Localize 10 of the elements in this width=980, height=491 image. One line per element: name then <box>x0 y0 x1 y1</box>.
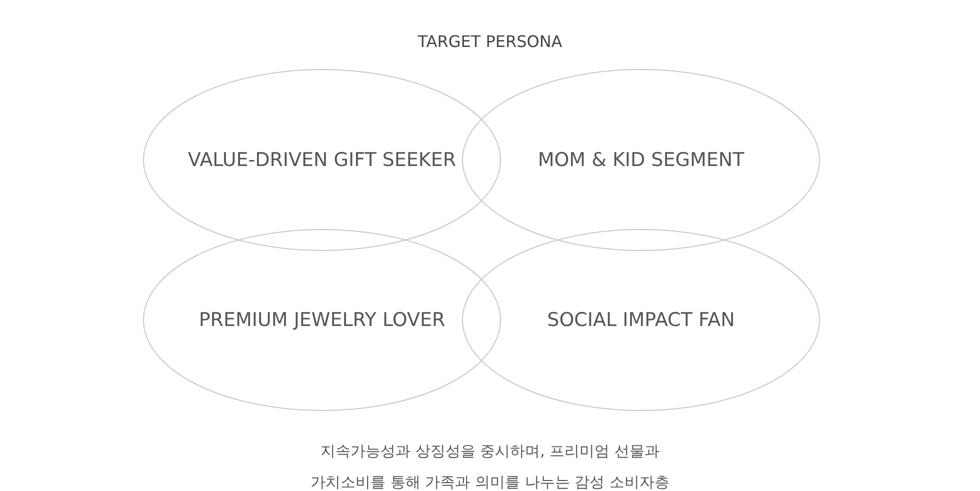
persona-ellipse <box>143 69 501 251</box>
persona-ellipse <box>143 229 501 411</box>
persona-ellipse <box>462 69 820 251</box>
persona-label: VALUE-DRIVEN GIFT SEEKER <box>188 149 456 171</box>
caption-text: 지속가능성과 상징성을 중시하며, 프리미엄 선물과 가치소비를 통해 가족과 의미를 나누는 감성 소비자층 <box>310 441 670 491</box>
persona-label: SOCIAL IMPACT FAN <box>547 309 735 331</box>
persona-label: PREMIUM JEWELRY LOVER <box>198 309 446 331</box>
persona-ellipse <box>462 229 820 411</box>
persona-label: MOM & KID SEGMENT <box>538 149 744 171</box>
title-text: TARGET PERSONA <box>416 32 564 51</box>
